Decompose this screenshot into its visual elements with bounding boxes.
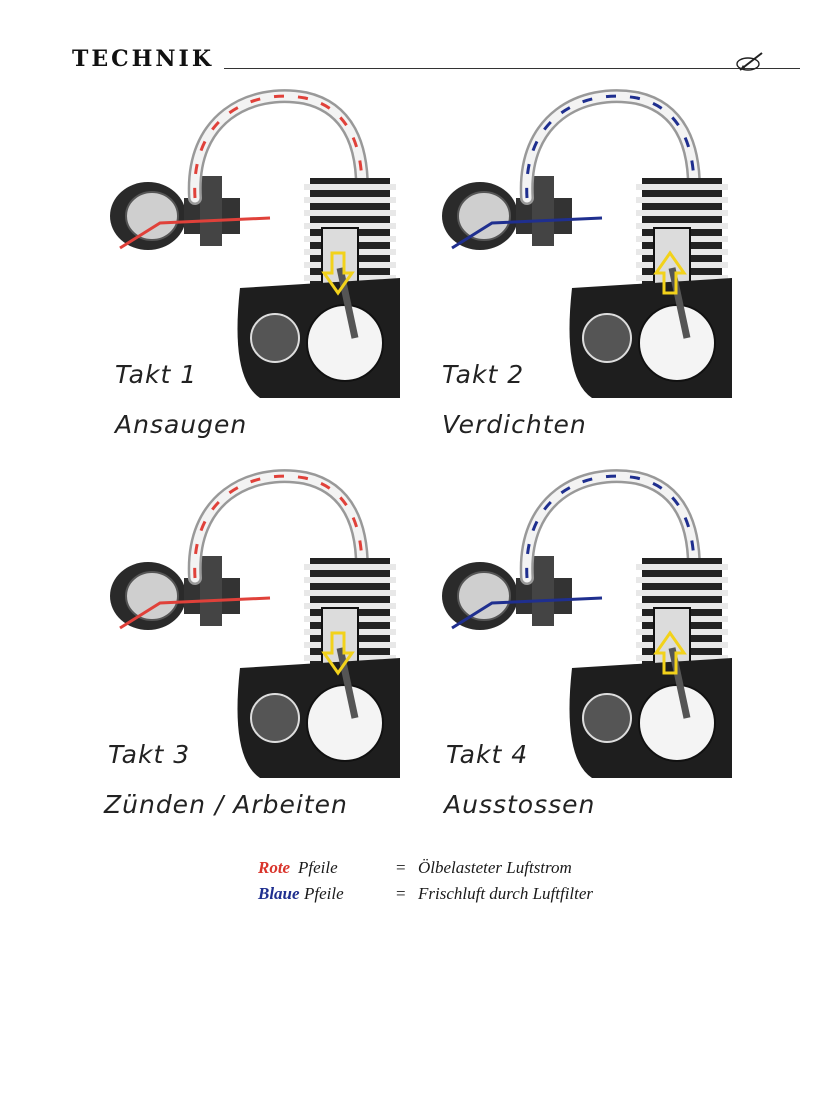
legend-word: Pfeile <box>304 884 344 903</box>
cylinder-fin <box>636 210 728 216</box>
engine-diagram <box>110 89 400 398</box>
legend-equals: = <box>396 858 406 877</box>
legend-row-blue: Blaue Pfeile = Frischluft durch Luftfilt… <box>258 884 658 910</box>
cylinder-fin <box>304 590 396 596</box>
legend-color-word: Rote <box>258 858 291 877</box>
cylinder-fin <box>304 577 396 583</box>
phase-label: Zünden / Arbeiten <box>104 790 348 819</box>
phase-label: Ansaugen <box>115 410 248 439</box>
flow-arrows <box>193 94 364 199</box>
takt-panel-3: Takt 3 Zünden / Arbeiten <box>100 468 430 819</box>
air-filter-mesh <box>457 571 511 621</box>
connecting-rod <box>336 647 359 719</box>
connecting-rod <box>336 267 359 339</box>
piston-direction-arrow <box>653 630 687 675</box>
header-rule <box>224 68 800 69</box>
cylinder-fin <box>636 603 728 609</box>
intake-flow-arrow <box>451 216 603 250</box>
cylinder-fin <box>636 197 728 203</box>
crank-wheel <box>306 684 384 762</box>
cylinder-fin <box>304 210 396 216</box>
crank-wheel <box>638 304 716 382</box>
engine-diagram <box>442 469 732 778</box>
legend-description: Frischluft durch Luftfilter <box>418 884 594 903</box>
cylinder-fin <box>304 603 396 609</box>
cylinder-fin <box>636 223 728 229</box>
air-filter-mesh <box>125 191 179 241</box>
carburetor-body <box>200 176 222 246</box>
engine-diagram <box>110 469 400 778</box>
gear-wheel <box>250 313 300 363</box>
cylinder-fin <box>636 577 728 583</box>
pen-icon <box>736 52 763 71</box>
cylinder-fin <box>636 590 728 596</box>
phase-label: Verdichten <box>442 410 587 439</box>
page-header: TECHNIK <box>72 46 800 76</box>
takt-panel-1: Takt 1 Ansaugen <box>100 88 430 439</box>
intake-flow-arrow <box>119 596 271 630</box>
gear-wheel <box>582 693 632 743</box>
piston-direction-arrow <box>321 251 355 296</box>
carburetor-body <box>532 556 554 626</box>
legend-row-red: Rote Pfeile = Ölbelasteter Luftstrom <box>258 858 658 884</box>
cylinder-fin <box>304 223 396 229</box>
gear-wheel <box>582 313 632 363</box>
cylinder-fin <box>636 184 728 190</box>
legend-description: Ölbelasteter Luftstrom <box>418 858 572 877</box>
cylinder-fin <box>304 564 396 570</box>
takt-panel-4: Takt 4 Ausstossen <box>432 468 762 819</box>
carburetor-body <box>200 556 222 626</box>
crank-wheel <box>638 684 716 762</box>
legend-word: Pfeile <box>298 858 338 877</box>
legend: Rote Pfeile = Ölbelasteter Luftstrom Bla… <box>258 858 658 910</box>
page-title: TECHNIK <box>72 46 214 72</box>
cylinder-fin <box>304 184 396 190</box>
takt-label: Takt 3 <box>108 740 191 769</box>
air-filter-mesh <box>125 571 179 621</box>
takt-panel-2: Takt 2 Verdichten <box>432 88 762 439</box>
takt-label: Takt 1 <box>115 360 198 389</box>
intake-flow-arrow <box>451 596 603 630</box>
carburetor-body <box>532 176 554 246</box>
gear-wheel <box>250 693 300 743</box>
legend-equals: = <box>396 884 406 903</box>
engine-diagram <box>442 89 732 398</box>
takt-label: Takt 4 <box>446 740 529 769</box>
air-filter-mesh <box>457 191 511 241</box>
phase-label: Ausstossen <box>444 790 596 819</box>
flow-arrows <box>193 474 364 579</box>
piston-direction-arrow <box>321 631 355 676</box>
legend-color-word: Blaue <box>258 884 300 903</box>
crank-wheel <box>306 304 384 382</box>
cylinder-fin <box>636 564 728 570</box>
intake-flow-arrow <box>119 216 271 250</box>
piston-direction-arrow <box>653 250 687 295</box>
flow-arrows <box>525 474 696 579</box>
cylinder-fin <box>304 197 396 203</box>
flow-arrows <box>525 94 696 199</box>
takt-label: Takt 2 <box>442 360 525 389</box>
